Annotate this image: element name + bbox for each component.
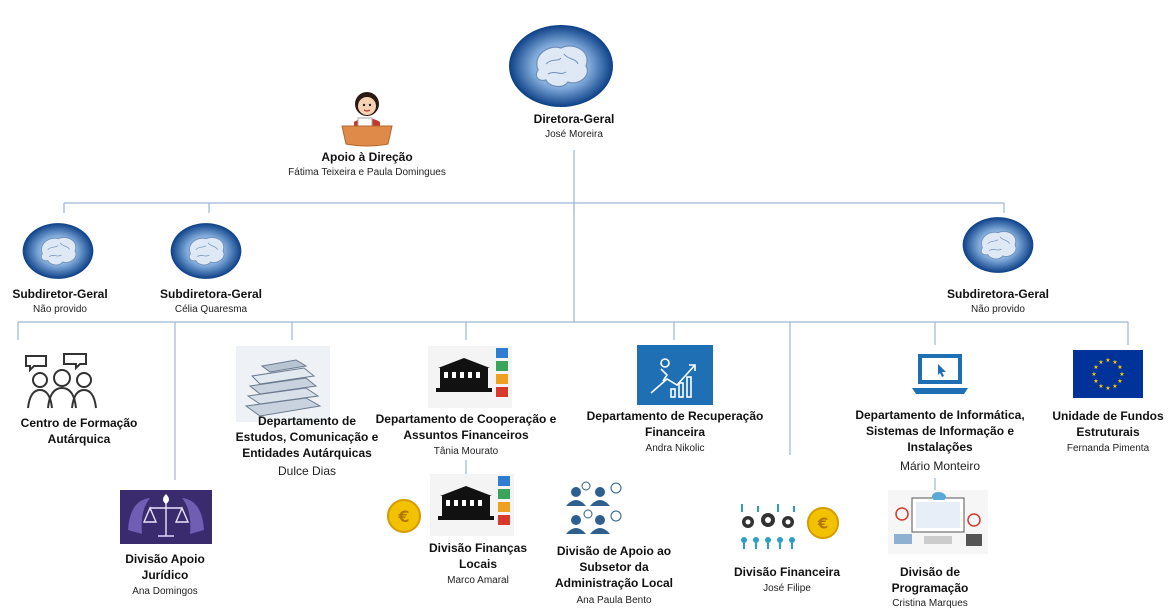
receptionist-icon [341,92,393,147]
programming-icon [888,490,988,554]
dsi-name: Mário Monteiro [899,459,981,473]
top-title: Diretora-Geral [533,112,615,126]
desc-line1: Departamento de [257,414,357,428]
svg-text:★: ★ [1105,357,1110,364]
dcaf-line2: Assuntos Financeiros [403,428,529,442]
dsi-line1: Departamento de Informática, [855,408,1025,422]
dcaf-line1: Departamento de Cooperação e [375,412,557,426]
desc-line3: Entidades Autárquicas [242,446,372,460]
svg-text:★: ★ [1093,364,1098,371]
cfa-line2: Autárquica [47,432,111,446]
support-name: Fátima Teixeira e Paula Domingues [288,167,446,178]
deputy-3-name: Não provido [971,304,1025,315]
daj-name: Ana Domingos [132,586,198,597]
dcaf-name: Tânia Mourato [433,446,499,457]
desc-line2: Estudos, Comunicação e [235,430,379,444]
deputy-3-title: Subdiretora-Geral [946,287,1050,301]
daj-line1: Divisão Apoio [125,552,205,566]
books-icon [236,346,330,422]
top-name: José Moreira [545,129,603,140]
dasal-line3: Administração Local [554,576,674,590]
brain-icon [170,223,242,279]
ufe-line2: Estruturais [1076,425,1140,439]
laptop-icon [912,354,968,394]
svg-text:★: ★ [1112,383,1117,390]
dasal-line1: Divisão de Apoio ao [556,544,672,558]
ufe-line1: Unidade de Fundos [1052,409,1164,423]
svg-text:€: € [817,515,829,533]
dsi-line3: Instalações [907,440,973,454]
team-people-icon [566,481,622,534]
df-name: José Filipe [763,583,811,594]
daj-line2: Jurídico [141,568,189,582]
svg-text:★: ★ [1091,371,1096,378]
deputy-2-title: Subdiretora-Geral [159,287,263,301]
eu-flag-icon: ★★★★ ★★★★ ★★★★ [1073,350,1143,398]
svg-text:★: ★ [1093,378,1098,385]
ufe-name: Fernanda Pimenta [1066,443,1150,454]
svg-text:★: ★ [1112,359,1117,366]
df-line1: Divisão Financeira [733,565,841,579]
svg-text:★: ★ [1098,359,1103,366]
growth-chart-icon [637,345,713,405]
people-group-icon [25,353,97,409]
brain-icon [509,25,613,107]
dp-name: Cristina Marques [892,598,968,609]
drf-line1: Departamento de Recuperação [586,409,764,423]
justice-scale-icon [120,490,212,544]
dfl-line2: Locais [458,557,498,571]
svg-text:★: ★ [1117,378,1122,385]
building-icon [428,346,512,408]
dfl-line1: Divisão Finanças [428,541,528,555]
drf-line2: Financeira [644,425,706,439]
svg-text:★: ★ [1098,383,1103,390]
svg-text:★: ★ [1119,371,1124,378]
cfa-line1: Centro de Formação [20,416,138,430]
coin-icon: € [806,506,840,540]
dfl-name: Marco Amaral [447,575,509,586]
deputy-2-name: Célia Quaresma [174,304,248,315]
dasal-line2: Subsetor da [579,560,649,574]
deputy-1-name: Não provido [33,304,87,315]
coin-icon: € [387,499,421,533]
dsi-line2: Sistemas de Informação e [865,424,1015,438]
support-title: Apoio à Direção [321,150,413,164]
brain-icon [22,223,94,279]
svg-text:★: ★ [1117,364,1122,371]
desc-name: Dulce Dias [277,464,337,478]
gears-people-icon [741,504,795,549]
svg-text:★: ★ [1105,385,1110,392]
dp-line1: Divisão de [899,565,961,579]
svg-text:€: € [397,507,409,526]
deputy-1-title: Subdiretor-Geral [12,287,108,301]
brain-icon [962,217,1034,273]
dasal-name: Ana Paula Bento [576,595,652,606]
dp-line2: Programação [891,581,969,595]
drf-name: Andra Nikolic [645,443,705,454]
building-icon [430,474,514,536]
